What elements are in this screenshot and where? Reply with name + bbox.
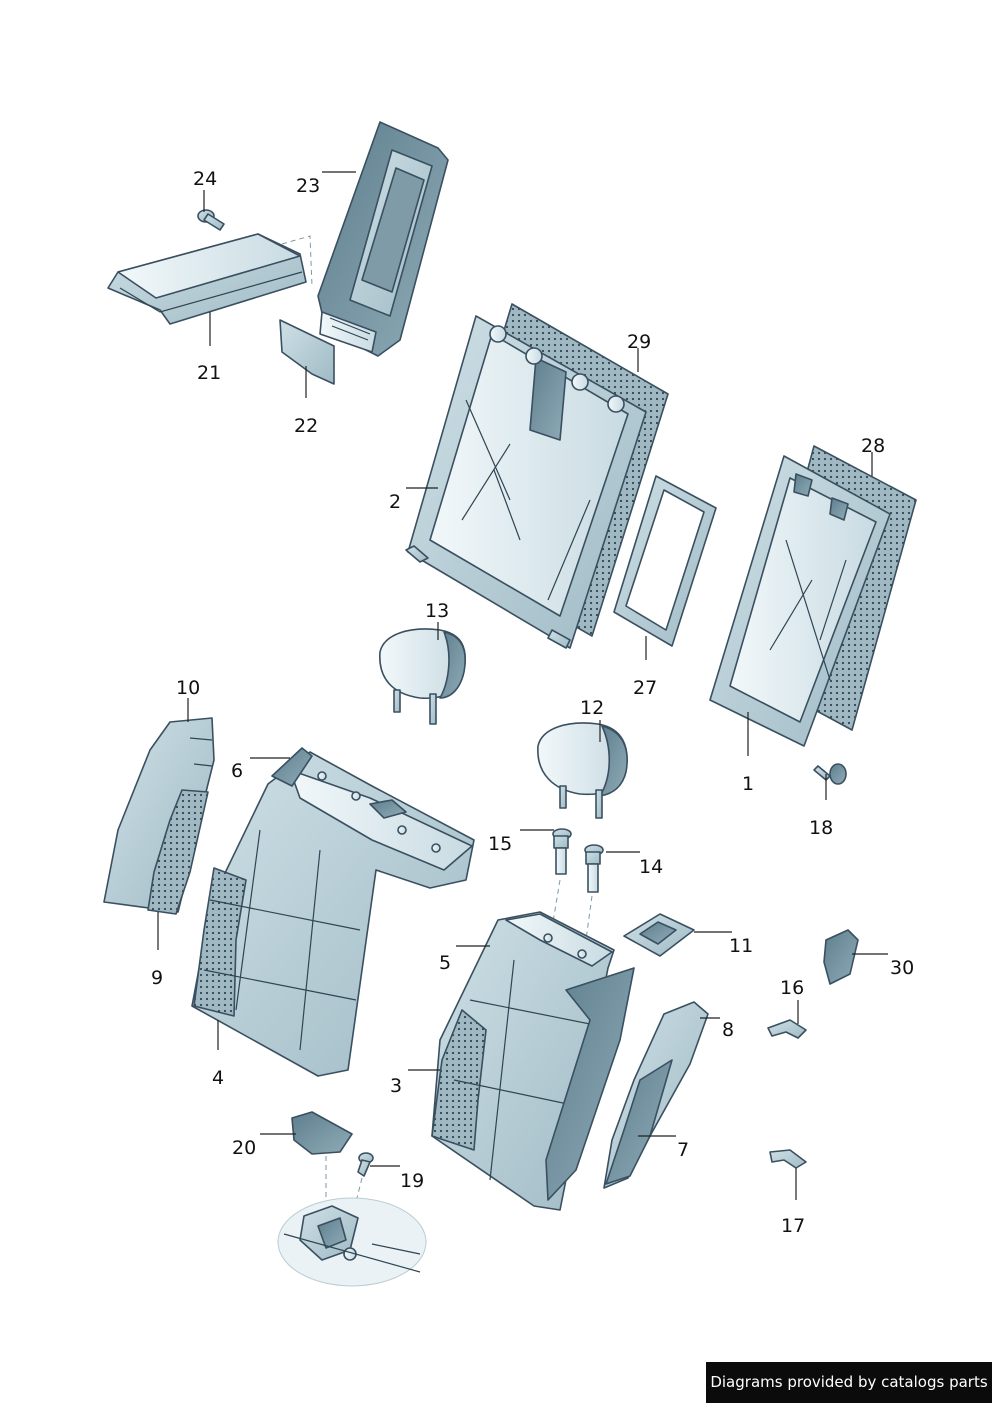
callout-9: 9 [151,967,163,989]
part-13-headrest [379,628,466,725]
callout-13: 13 [425,600,449,622]
callout-labels: 1 2 3 4 5 6 7 8 9 10 11 12 13 14 15 16 1… [151,168,914,1237]
part-4-backrest-cushion [191,751,475,1077]
part-11-bezel [623,913,695,957]
callout-23: 23 [296,175,320,197]
part-15-headrest-guide [552,828,572,875]
part-12-headrest [537,722,628,819]
callout-10: 10 [176,677,200,699]
part-5-3-backrest-cushion [431,911,635,1211]
part-24-screw [197,209,225,231]
part-23-armrest-frame [317,121,449,357]
callout-14: 14 [639,856,663,878]
part-18-bolt [813,763,847,785]
part-30-bracket [823,929,859,985]
callout-20: 20 [232,1137,256,1159]
part-21-armrest-cushion [107,233,307,325]
callout-7: 7 [677,1139,689,1161]
callout-29: 29 [627,331,651,353]
part-1-backrest-frame [709,455,891,747]
callout-1: 1 [742,773,754,795]
callout-4: 4 [212,1067,224,1089]
part-8-7-side-bolster [603,1001,709,1189]
callout-24: 24 [193,168,217,190]
part-10-9-side-bolster [103,717,215,915]
callout-30: 30 [890,957,914,979]
hinge-detail-view [277,1197,427,1287]
part-22-cover [279,319,335,385]
part-27-trim-frame [613,475,717,647]
callout-18: 18 [809,817,833,839]
callout-2: 2 [389,491,401,513]
callout-27: 27 [633,677,657,699]
callout-11: 11 [729,935,753,957]
part-19-screw [357,1152,374,1177]
callout-12: 12 [580,697,604,719]
callout-16: 16 [780,977,804,999]
callout-21: 21 [197,362,221,384]
callout-22: 22 [294,415,318,437]
part-2-backrest-frame [405,315,647,649]
leader-lines [157,171,888,1200]
callout-15: 15 [488,833,512,855]
callout-5: 5 [439,952,451,974]
part-17-clip [769,1149,807,1169]
callout-3: 3 [390,1075,402,1097]
callout-6: 6 [231,760,243,782]
credit-banner: Diagrams provided by catalogs parts [706,1362,992,1403]
part-16-clip [767,1019,807,1039]
callout-17: 17 [781,1215,805,1237]
part-14-headrest-guide [584,844,604,893]
callout-28: 28 [861,435,885,457]
callout-8: 8 [722,1019,734,1041]
callout-19: 19 [400,1170,424,1192]
part-6-trim [271,747,313,787]
part-20-cover [291,1111,353,1155]
